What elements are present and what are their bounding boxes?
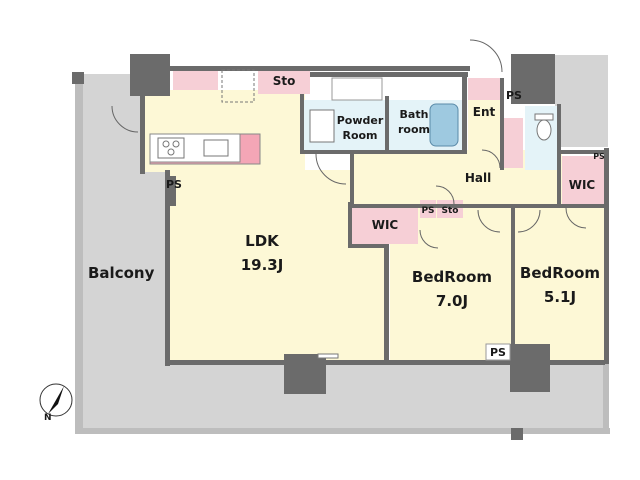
walls	[130, 54, 609, 394]
bedroom2-size: 5.1J	[544, 288, 576, 306]
balcony-rail-right	[603, 362, 609, 434]
wall-wic-bottom	[348, 244, 388, 248]
pillar	[510, 344, 550, 392]
wall-left-kitchen	[140, 90, 145, 174]
window-ldk	[317, 353, 339, 359]
door-arc	[315, 153, 347, 185]
wic-right-label: WIC	[569, 178, 596, 192]
door-arc	[469, 39, 503, 73]
wall-top-bath	[310, 72, 468, 77]
ldk-size: 19.3J	[241, 256, 284, 274]
wall-bath-right	[462, 76, 467, 154]
laundry-area	[331, 77, 383, 101]
door-arc	[481, 149, 501, 169]
wall-bed-divider	[511, 208, 515, 364]
wall-hall-bottom	[350, 204, 608, 208]
wall-top	[140, 66, 470, 71]
storage-hall-label: Sto	[442, 206, 459, 216]
balcony-right-strip	[555, 55, 608, 147]
wall-hall-left	[350, 150, 354, 206]
bathroom-label-1: Bath	[400, 108, 429, 121]
wall-ps-left	[168, 176, 176, 206]
stove	[157, 137, 185, 159]
wall-wic-frame	[348, 202, 352, 248]
wall-wet-divider	[385, 96, 389, 152]
entrance-closet-fill	[503, 118, 523, 168]
bedroom2-label: BedRoom	[520, 264, 600, 282]
balcony-post	[72, 72, 84, 84]
door-arc	[517, 209, 541, 233]
compass-north-label: N	[44, 413, 52, 423]
stove-burner	[167, 148, 175, 156]
pillar	[130, 54, 170, 96]
compass: N	[39, 383, 73, 423]
balcony-rail	[75, 72, 83, 434]
balcony-rail-bottom	[75, 428, 610, 434]
bedroom1-label: BedRoom	[412, 268, 492, 286]
ps-bottom-box	[485, 343, 511, 361]
hall-label: Hall	[465, 171, 491, 185]
wic-center-label: WIC	[372, 218, 399, 232]
door-arc	[111, 105, 139, 133]
refrigerator-space	[221, 69, 255, 103]
ldk-label: LDK	[245, 232, 280, 250]
storage-top-fill	[258, 68, 310, 94]
shoe-storage-fill	[468, 78, 502, 100]
door-arc	[419, 229, 439, 249]
ps-entrance-label: PS	[506, 89, 522, 102]
room-labels: Balcony LDK 19.3J BedRoom 7.0J BedRoom 5…	[88, 74, 605, 361]
bathtub	[429, 103, 459, 147]
ps-wic-label: PS	[593, 152, 605, 161]
door-arc	[565, 207, 587, 229]
balcony-area	[72, 55, 610, 440]
stove-burner	[172, 140, 180, 148]
wall-ldk-right	[384, 244, 389, 364]
pillar	[511, 54, 555, 104]
wall-wet-left	[300, 94, 304, 154]
toilet	[536, 119, 552, 141]
fixtures	[157, 69, 554, 359]
ps-bottom-label: PS	[490, 346, 506, 359]
wall-right	[604, 148, 609, 364]
door-swings	[111, 39, 587, 249]
stove-burner	[162, 140, 170, 148]
balcony-floor	[80, 74, 605, 430]
kitchen-sink	[203, 139, 229, 157]
wall-wic-top	[558, 150, 608, 154]
wall-wet-bottom	[300, 150, 466, 154]
wall-ent-right	[500, 78, 504, 170]
wic-center-fill	[352, 206, 418, 244]
bedroom2-floor	[515, 208, 605, 362]
bathroom-label-2: room	[398, 123, 430, 136]
ps-hall-label: PS	[421, 206, 434, 216]
toilet-tank	[534, 113, 554, 121]
storage-top-label: Sto	[273, 74, 296, 88]
compass-needle-icon	[48, 386, 64, 414]
powder-room-label-1: Powder	[337, 114, 384, 127]
door-arc	[477, 209, 501, 233]
pantry-storage	[173, 70, 218, 90]
balcony-label: Balcony	[88, 264, 155, 282]
door-arc	[435, 185, 455, 205]
powder-sink	[309, 109, 335, 143]
powder-room-label-2: Room	[342, 129, 377, 142]
entrance-label: Ent	[473, 105, 496, 119]
wic-right-fill	[562, 156, 608, 208]
balcony-post	[511, 428, 523, 440]
bedroom1-size: 7.0J	[436, 292, 468, 310]
wall-left-ldk	[165, 170, 170, 366]
ps-kitchen-label: PS	[166, 178, 182, 191]
